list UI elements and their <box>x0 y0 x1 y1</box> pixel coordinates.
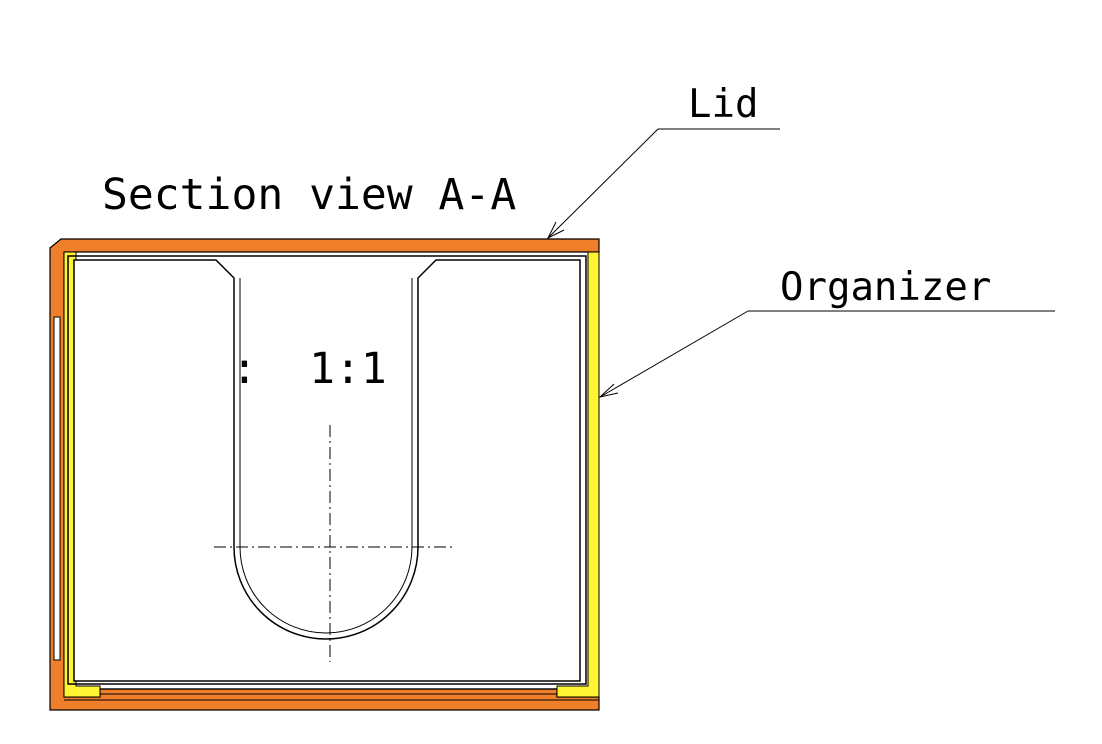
lid-callout-label: Lid <box>688 82 759 127</box>
container-inner-wall <box>73 259 581 682</box>
lid-leader-line <box>547 128 659 239</box>
organizer-callout-label: Organizer <box>780 265 992 310</box>
lid-arrowhead <box>546 221 565 240</box>
organizer-arrowhead <box>598 383 619 398</box>
organizer-shell <box>63 251 101 698</box>
organizer-leader-line <box>599 310 749 398</box>
lid-wall-slot <box>53 316 61 661</box>
organizer-shell-right <box>556 251 600 698</box>
container-outer-wall <box>67 255 587 685</box>
u-slot-inner-edge <box>239 278 413 634</box>
section-title: Section view A-A <box>102 170 517 220</box>
